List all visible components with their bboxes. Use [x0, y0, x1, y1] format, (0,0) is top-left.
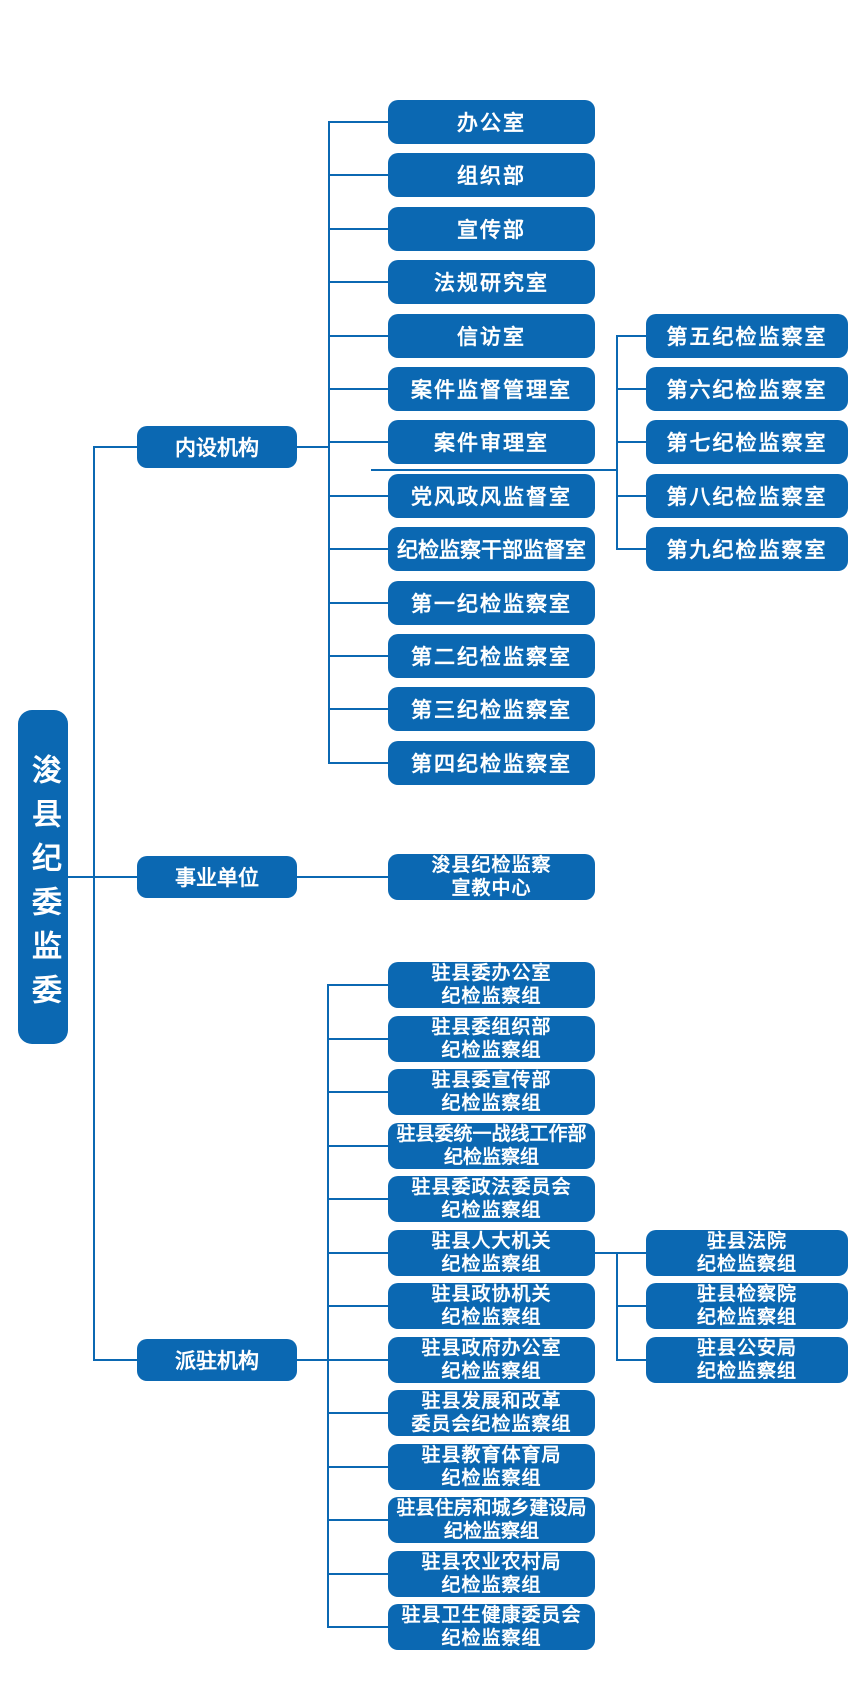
connector — [329, 388, 388, 390]
dispatched-sub-1: 驻县检察院 纪检监察组 — [646, 1283, 848, 1329]
connector — [297, 446, 329, 448]
connector — [371, 469, 617, 471]
dispatched-child-10: 驻县住房和城乡建设局 纪检监察组 — [388, 1497, 595, 1543]
connector — [94, 446, 137, 448]
connector — [329, 495, 388, 497]
connector — [329, 335, 388, 337]
connector — [328, 1038, 388, 1040]
internal-child-12: 第四纪检监察室 — [388, 741, 595, 785]
connector — [617, 548, 646, 550]
connector — [328, 1305, 388, 1307]
connector — [617, 388, 646, 390]
connector — [617, 441, 646, 443]
connector — [595, 1252, 646, 1254]
dispatched-child-0: 驻县委办公室 纪检监察组 — [388, 962, 595, 1008]
internal-child-4: 信访室 — [388, 314, 595, 358]
connector — [617, 495, 646, 497]
connector — [328, 1145, 388, 1147]
connector — [328, 1626, 388, 1628]
connector — [329, 228, 388, 230]
connector — [94, 1359, 137, 1361]
internal-child-3: 法规研究室 — [388, 260, 595, 304]
dispatched-child-5: 驻县人大机关 纪检监察组 — [388, 1230, 595, 1276]
connector — [328, 1519, 388, 1521]
connector — [328, 1573, 388, 1575]
internal-child-6: 案件审理室 — [388, 420, 595, 464]
connector — [328, 1412, 388, 1414]
dispatched-child-4: 驻县委政法委员会 纪检监察组 — [388, 1176, 595, 1222]
connector — [93, 446, 95, 1361]
internal-child-10: 第二纪检监察室 — [388, 634, 595, 678]
internal-child-5: 案件监督管理室 — [388, 367, 595, 411]
dispatched-child-2: 驻县委宣传部 纪检监察组 — [388, 1069, 595, 1115]
internal-child-0: 办公室 — [388, 100, 595, 144]
internal-child-9: 第一纪检监察室 — [388, 581, 595, 625]
connector — [68, 876, 137, 878]
dispatched-child-11: 驻县农业农村局 纪检监察组 — [388, 1551, 595, 1597]
connector — [328, 984, 388, 986]
connector — [328, 1252, 388, 1254]
connector — [329, 762, 388, 764]
internal-child-7: 党风政风监督室 — [388, 474, 595, 518]
branch-public-institutions: 事业单位 — [137, 856, 297, 898]
internal-sub-2: 第七纪检监察室 — [646, 420, 848, 464]
dispatched-child-8: 驻县发展和改革 委员会纪检监察组 — [388, 1390, 595, 1436]
internal-sub-0: 第五纪检监察室 — [646, 314, 848, 358]
connector — [329, 174, 388, 176]
internal-child-2: 宣传部 — [388, 207, 595, 251]
dispatched-child-9: 驻县教育体育局 纪检监察组 — [388, 1444, 595, 1490]
branch-internal-orgs: 内设机构 — [137, 426, 297, 468]
internal-child-8: 纪检监察干部监督室 — [388, 527, 595, 571]
internal-child-1: 组织部 — [388, 153, 595, 197]
dispatched-sub-2: 驻县公安局 纪检监察组 — [646, 1337, 848, 1383]
connector — [329, 281, 388, 283]
connector — [328, 1091, 388, 1093]
connector — [329, 121, 388, 123]
root-node: 浚县纪委监委 — [18, 710, 68, 1044]
connector — [617, 1305, 646, 1307]
connector — [617, 1359, 646, 1361]
connector — [329, 441, 388, 443]
internal-sub-3: 第八纪检监察室 — [646, 474, 848, 518]
connector — [329, 602, 388, 604]
dispatched-child-1: 驻县委组织部 纪检监察组 — [388, 1016, 595, 1062]
institutions-child-0: 浚县纪检监察 宣教中心 — [388, 854, 595, 900]
dispatched-child-12: 驻县卫生健康委员会 纪检监察组 — [388, 1604, 595, 1650]
connector — [297, 1359, 328, 1361]
connector — [329, 708, 388, 710]
dispatched-child-7: 驻县政府办公室 纪检监察组 — [388, 1337, 595, 1383]
connector — [329, 548, 388, 550]
internal-child-11: 第三纪检监察室 — [388, 687, 595, 731]
connector — [328, 1466, 388, 1468]
dispatched-sub-0: 驻县法院 纪检监察组 — [646, 1230, 848, 1276]
internal-sub-4: 第九纪检监察室 — [646, 527, 848, 571]
internal-sub-1: 第六纪检监察室 — [646, 367, 848, 411]
branch-dispatched-orgs: 派驻机构 — [137, 1339, 297, 1381]
dispatched-child-3: 驻县委统一战线工作部 纪检监察组 — [388, 1123, 595, 1169]
connector — [328, 1198, 388, 1200]
connector — [617, 335, 646, 337]
dispatched-child-6: 驻县政协机关 纪检监察组 — [388, 1283, 595, 1329]
connector — [297, 876, 388, 878]
connector — [328, 1359, 388, 1361]
connector — [329, 655, 388, 657]
